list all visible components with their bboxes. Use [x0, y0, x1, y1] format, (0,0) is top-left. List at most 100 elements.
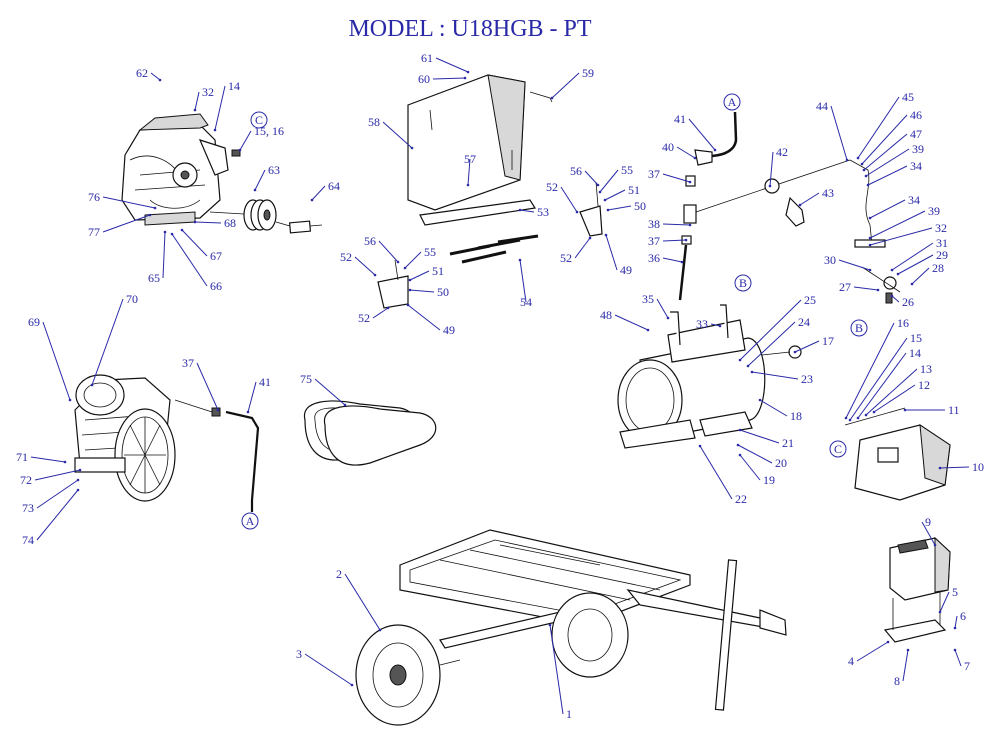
- leader-line: [688, 118, 716, 151]
- leader-dot: [738, 428, 742, 432]
- leader-line: [549, 624, 564, 715]
- callout-14: 14: [213, 79, 240, 132]
- leader-line: [194, 221, 222, 224]
- leader-dot: [238, 148, 242, 152]
- callout-number: 14: [909, 346, 921, 360]
- leader-line: [954, 615, 958, 629]
- callout-number: 71: [16, 450, 28, 464]
- bracket-49-left: [377, 259, 409, 309]
- leader-dot: [76, 478, 80, 482]
- callout-number: 14: [228, 79, 240, 93]
- leader-line: [311, 185, 326, 201]
- leader-line: [599, 169, 619, 193]
- callout-number: 16: [897, 316, 909, 330]
- callout-number: 25: [804, 293, 816, 307]
- leader-dot: [90, 383, 94, 387]
- leader-dot: [864, 174, 868, 178]
- leader-dot: [466, 70, 470, 74]
- marker-letter: C: [255, 113, 263, 127]
- discharge-tube-41: [225, 410, 260, 512]
- leader-dot: [158, 78, 162, 82]
- leader-dot: [693, 156, 697, 160]
- callout-39: 39: [868, 204, 940, 240]
- leader-line: [751, 371, 799, 380]
- callout-55: 55: [598, 163, 633, 194]
- callout-12: 12: [872, 378, 930, 414]
- leader-line: [304, 653, 353, 686]
- callout-16: 16: [844, 316, 909, 420]
- callout-14: 14: [856, 346, 921, 420]
- callout-17: 17: [793, 334, 834, 354]
- marker-letter: B: [739, 276, 747, 290]
- callout-72: 72: [20, 468, 82, 487]
- leader-dot: [845, 158, 849, 162]
- leader-dot: [866, 183, 870, 187]
- leader-dot: [868, 216, 872, 220]
- callout-52: 52: [546, 180, 579, 214]
- callout-42: 42: [768, 145, 788, 188]
- callout-number: 62: [136, 66, 148, 80]
- callout-number: 35: [642, 292, 654, 306]
- marker-letter: C: [834, 442, 842, 456]
- leader-line: [863, 133, 908, 171]
- callout-number: 24: [798, 315, 810, 329]
- leader-dot: [68, 398, 72, 402]
- callout-6: 6: [953, 609, 966, 630]
- callout-37: 37: [648, 167, 692, 184]
- leader-line: [739, 454, 761, 481]
- callout-number: 42: [776, 145, 788, 159]
- leader-dot: [310, 198, 314, 202]
- leader-dot: [736, 443, 740, 447]
- leader-line: [344, 573, 381, 631]
- leader-line: [954, 649, 962, 667]
- callout-number: 37: [648, 234, 660, 248]
- callout-26: 26: [890, 294, 914, 309]
- callout-number: 55: [621, 163, 633, 177]
- leader-line: [604, 189, 626, 201]
- callout-number: 2: [336, 567, 342, 581]
- callout-24: 24: [746, 315, 810, 368]
- callout-number: 34: [908, 193, 920, 207]
- callout-number: 8: [894, 674, 900, 688]
- leader-dot: [596, 183, 600, 187]
- leader-dot: [518, 258, 522, 262]
- leader-dot: [406, 303, 410, 307]
- callout-54: 54: [518, 258, 532, 309]
- discharge-piping: [678, 111, 901, 304]
- callout-47: 47: [862, 127, 922, 172]
- callout-31: 31: [890, 236, 948, 272]
- callout-number: 48: [600, 308, 612, 322]
- callout-77: 77: [88, 213, 152, 239]
- leader-line: [560, 186, 578, 213]
- leader-dot: [953, 648, 957, 652]
- callout-27: 27: [839, 280, 880, 294]
- callout-29: 29: [896, 248, 948, 276]
- callout-56: 56: [364, 234, 400, 264]
- callout-number: 59: [582, 66, 594, 80]
- reference-marker-a: A: [723, 93, 741, 111]
- callout-number: 10: [972, 460, 984, 474]
- callout-65: 65: [148, 230, 167, 285]
- callout-10: 10: [938, 460, 984, 474]
- callout-73: 73: [22, 478, 80, 515]
- callout-number: 22: [735, 492, 747, 506]
- leader-dot: [890, 294, 894, 298]
- leader-line: [662, 223, 691, 226]
- callout-37: 37: [182, 356, 220, 412]
- leader-line: [710, 323, 721, 327]
- leader-dot: [890, 268, 894, 272]
- callout-74: 74: [22, 488, 80, 547]
- callout-number: 37: [648, 167, 660, 181]
- callout-number: 39: [928, 204, 940, 218]
- leader-dot: [848, 418, 852, 422]
- callout-number: 69: [28, 315, 40, 329]
- leader-dot: [378, 628, 382, 632]
- reference-marker-c: C: [250, 111, 268, 129]
- callout-number: 17: [822, 334, 834, 348]
- leader-dot: [718, 324, 722, 328]
- leader-line: [30, 456, 66, 463]
- leader-dot: [343, 403, 347, 407]
- leader-line: [247, 381, 257, 413]
- callout-number: 54: [520, 295, 532, 309]
- leader-line: [662, 239, 687, 242]
